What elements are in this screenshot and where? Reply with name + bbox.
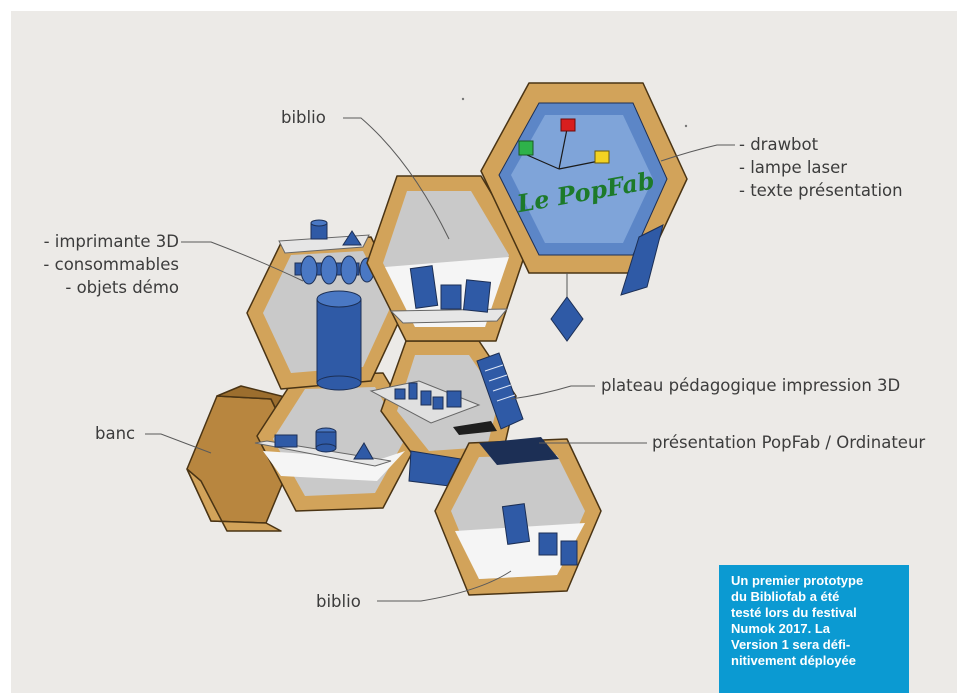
leader-biblio-bottom xyxy=(377,570,512,602)
lower-left-hex xyxy=(254,372,422,512)
leader-drawbot xyxy=(660,144,735,162)
label-objets-demo: - objets démo xyxy=(65,278,179,297)
printer-hex xyxy=(246,219,407,391)
printer-roller-3 xyxy=(340,255,358,285)
leader-banc xyxy=(145,433,212,454)
label-biblio-bottom: biblio xyxy=(316,592,361,611)
filament-cylinder xyxy=(316,298,362,384)
book-2 xyxy=(440,284,462,310)
info-callout: Un premier prototype du Bibliofab a été … xyxy=(719,565,909,693)
biblio-bottom-hex xyxy=(434,437,602,596)
leader-printer xyxy=(181,241,304,282)
label-plateau: plateau pédagogique impression 3D xyxy=(601,376,900,395)
callout-text: Un premier prototype du Bibliofab a été … xyxy=(731,573,864,668)
biblio-top-hex xyxy=(366,175,527,342)
middle-hex xyxy=(369,340,524,488)
printer-roller-2 xyxy=(320,255,338,285)
computer-top xyxy=(479,437,559,465)
drawbot-hex: Le PopFab xyxy=(480,82,688,342)
label-drawbot: - drawbot xyxy=(739,135,819,154)
small-box-object xyxy=(274,434,298,448)
yellow-cube xyxy=(594,150,610,164)
label-biblio-top: biblio xyxy=(281,108,326,127)
leader-biblio-top xyxy=(343,117,450,240)
label-texte-presentation: - texte présentation xyxy=(739,181,903,200)
leader-plateau xyxy=(510,385,595,400)
label-imprimante: - imprimante 3D xyxy=(44,232,179,251)
label-banc: banc xyxy=(95,424,135,443)
label-presentation: présentation PopFab / Ordinateur xyxy=(652,433,925,452)
printer-roller-1 xyxy=(300,255,318,285)
red-cube xyxy=(560,118,576,132)
green-cube xyxy=(518,140,534,156)
cone-object xyxy=(353,442,374,460)
bibliofab-diagram: Le PopFab xyxy=(43,82,925,611)
label-lampe-laser: - lampe laser xyxy=(739,158,847,177)
lamp-diamond xyxy=(550,296,584,342)
book-1 xyxy=(409,265,439,309)
diagram-canvas: Le PopFab xyxy=(11,11,957,693)
label-consommables: - consommables xyxy=(43,255,179,274)
book-3 xyxy=(462,279,492,313)
plateau-tablet xyxy=(476,352,524,430)
